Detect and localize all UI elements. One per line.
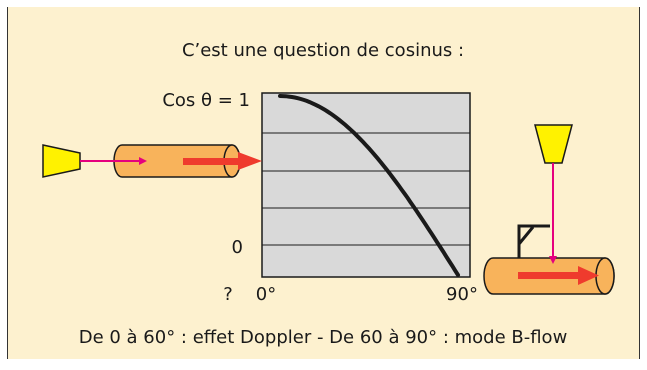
x-axis-start-label: 0° — [256, 284, 276, 305]
y-axis-zero-label: 0 — [232, 237, 243, 258]
left-probe-icon — [42, 144, 81, 178]
right-flow-arrow — [518, 266, 599, 285]
plot-area — [261, 92, 471, 278]
cosine-curve — [278, 94, 460, 277]
left-doppler-setup — [42, 144, 262, 178]
right-probe-icon — [534, 124, 573, 164]
left-vessel-icon — [113, 144, 241, 178]
angle-bracket-tick — [517, 226, 535, 245]
question-mark: ? — [223, 284, 233, 305]
cosine-chart: Cos θ = 1 0 ? 0° 90° — [162, 90, 478, 305]
left-flow-arrow — [183, 152, 262, 170]
y-axis-top-label: Cos θ = 1 — [162, 90, 250, 111]
caption: De 0 à 60° : effet Doppler - De 60 à 90°… — [79, 327, 568, 348]
x-axis-end-label: 90° — [446, 284, 478, 305]
title: C’est une question de cosinus : — [182, 40, 464, 61]
right-bflow-setup — [483, 124, 615, 295]
angle-bracket — [517, 224, 550, 258]
